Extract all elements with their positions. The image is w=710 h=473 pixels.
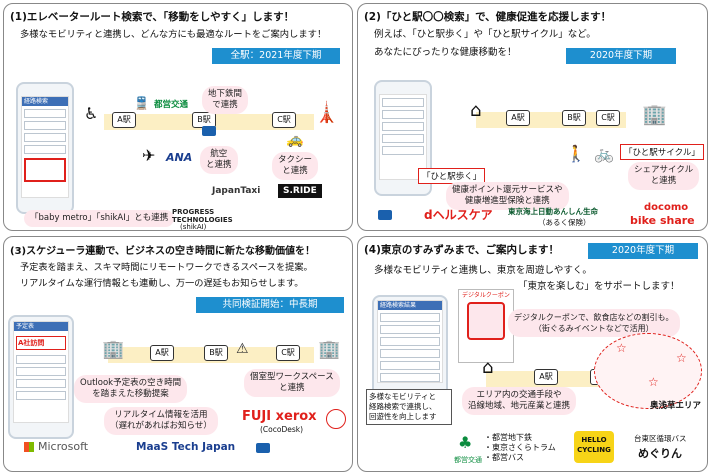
panel-description-1: 多様なモビリティと連携し、東京を周遊しやすく。 — [374, 265, 592, 276]
outlook-cloud: Outlook予定表の空き時間 を踏まえた移動提案 — [74, 375, 188, 403]
panel-title: (4)東京のすみずみまで、ご案内します！ — [364, 244, 559, 256]
maas-logo: MaaS Tech Japan — [136, 441, 236, 453]
station-b: B駅 — [204, 345, 228, 361]
phone-mockup — [374, 80, 432, 196]
d-healthcare-logo: dヘルスケア — [424, 208, 493, 222]
station-c: C駅 — [276, 345, 300, 361]
area-oval — [594, 333, 702, 409]
delay-cloud: リアルタイム情報を活用 （遅れがあればお知らせ） — [104, 407, 218, 435]
warning-icon: ⚠ — [236, 341, 249, 357]
station-c: C駅 — [272, 112, 296, 128]
workspace-cloud: 個室型ワークスペース と連携 — [244, 369, 340, 397]
building-icon: 🏢 — [102, 339, 125, 360]
panel-health-search: (2)「ひと駅〇〇検索」で、健康促進を応援します！ 例えば、「ひと駅歩く」や「ひ… — [357, 3, 708, 231]
ana-logo: ANA — [166, 151, 193, 164]
panel-title: (1)エレベータールート検索で、「移動をしやすく」します！ — [10, 11, 295, 23]
station-a: A駅 — [534, 369, 558, 385]
cycle-cloud: シェアサイクル と連携 — [628, 162, 700, 190]
docomo-logo: docomo — [644, 202, 689, 213]
coupon-cloud: デジタルクーポンで、飲食店などの割引も。 （街ぐるみイベントなどで活用） — [508, 309, 680, 337]
phone-title: 経路検索 — [22, 97, 68, 106]
microsoft-icon — [24, 442, 34, 452]
building-icon: 🏢 — [642, 102, 667, 126]
train-icon: 🚆 — [134, 96, 149, 110]
bikeshare-logo: bike share — [630, 214, 695, 227]
phone-title: 経路検索結果 — [378, 301, 442, 310]
panel-description-2: リアルタイムな運行情報とも連動し、万一の遅延もお知らせします。 — [20, 278, 304, 289]
shikai-label: (shikAI) — [180, 223, 207, 231]
schedule-badge: 2020年度下期 — [588, 243, 698, 259]
station-a: A駅 — [112, 112, 136, 128]
schedule-badge: 共同検証開始：中長期 — [196, 297, 344, 313]
star-icon: ☆ — [616, 341, 627, 355]
phone-title: 予定表 — [14, 322, 68, 331]
progress-logo: PROGRESS TECHNOLOGIES — [172, 208, 233, 224]
panel-description-2: あなたにぴったりな健康移動を！ — [374, 47, 517, 58]
station-a: A駅 — [150, 345, 174, 361]
area-label: 奥浅草エリア — [650, 401, 702, 411]
coupon-card: デジタルクーポン — [458, 289, 514, 363]
station-c: C駅 — [596, 110, 620, 126]
mobility-note: 多様なモビリティと 経路検索で連携し、 回遊性を向上します — [366, 389, 452, 425]
cocodesk-label: (CocoDesk) — [260, 425, 304, 434]
japantaxi-logo: JapanTaxi — [212, 186, 261, 196]
phone-mockup: 予定表 A社訪問 — [8, 315, 74, 439]
phone-mockup: 経路検索 — [16, 82, 74, 214]
schedule-badge: 全駅：2021年度下期 — [212, 48, 340, 64]
panel-title: (2)「ひと駅〇〇検索」で、健康促進を応援します！ — [364, 11, 612, 23]
coupon-image — [467, 302, 505, 340]
hello-cycling-logo: HELLO CYCLING — [574, 431, 614, 463]
taxi-icon: 🚕 — [286, 132, 304, 148]
fuji-mark-icon — [326, 409, 346, 429]
tokio-marine-logo: 東京海上日動あんしん生命 — [508, 207, 598, 216]
toei-mark-icon: ♣ — [458, 433, 473, 452]
panel-description-1: 予定表を踏まえ、スキマ時間にリモートワークできるスペースを提案。 — [20, 262, 313, 273]
area-cloud: エリア内の交通手段や 沿線地域、地元産業と連携 — [462, 387, 577, 415]
panel-description-2: 「東京を楽しむ」をサポートします！ — [518, 281, 680, 292]
toei-logo: 都営交通 — [454, 456, 482, 464]
coupon-title: デジタルクーポン — [462, 292, 510, 299]
metro-cloud: 地下鉄間 で連携 — [202, 86, 249, 114]
walking-icon: 🚶 — [566, 144, 586, 163]
home-icon: ⌂ — [470, 100, 482, 121]
star-icon: ☆ — [676, 351, 687, 365]
station-b: B駅 — [562, 110, 586, 126]
toei-list: ・都営地下鉄 ・東京さくらトラム ・都営バス — [484, 433, 556, 462]
tokyo-metro-logo — [256, 443, 270, 453]
station-a: A駅 — [506, 110, 530, 126]
star-icon: ☆ — [648, 375, 659, 389]
walk-cloud: 健康ポイント還元サービスや 健康増進型保険と連携 — [446, 182, 569, 210]
bus-label: 台東区循環バス — [634, 434, 687, 443]
highlight-box — [24, 158, 66, 182]
fujixerox-logo: FUJI xerox — [242, 409, 317, 424]
panel-scheduler: (3)スケジューラ連動で、ビジネスの空き時間に新たな移動価値を！ 予定表を踏まえ… — [3, 236, 353, 472]
microsoft-logo: Microsoft — [38, 440, 89, 453]
schedule-badge: 2020年度下期 — [566, 48, 676, 64]
bicycle-icon: 🚲 — [594, 144, 614, 163]
panel-elevator-route: (1)エレベータールート検索で、「移動をしやすく」します！ 多様なモビリティと連… — [3, 3, 353, 231]
panel-tokyo-tour: (4)東京のすみずみまで、ご案内します！ 2020年度下期 多様なモビリティと連… — [357, 236, 708, 472]
megurin-logo: めぐりん — [638, 447, 682, 460]
cycle-tag: 「ひと駅サイクル」 — [620, 144, 704, 160]
building-icon: 🏢 — [318, 339, 341, 360]
tokyo-metro-logo — [202, 126, 216, 136]
phone-event: A社訪問 — [16, 336, 66, 350]
panel-description-1: 例えば、「ひと駅歩く」や「ひと駅サイクル」など。 — [374, 29, 596, 40]
babymetro-note: 「baby metro」「shikAI」とも連携 — [24, 210, 175, 227]
sride-logo: S.RIDE — [278, 184, 322, 198]
airplane-icon: ✈ — [142, 146, 156, 165]
tokyo-metro-logo — [378, 210, 392, 220]
tower-icon: 🗼 — [314, 100, 339, 124]
home-icon: ⌂ — [482, 357, 494, 378]
toei-logo: 都営交通 — [154, 100, 189, 110]
panel-title: (3)スケジューラ連動で、ビジネスの空き時間に新たな移動価値を！ — [10, 246, 315, 257]
wheelchair-icon: ♿ — [84, 104, 99, 123]
air-cloud: 航空 と連携 — [200, 146, 238, 174]
panel-description: 多様なモビリティと連携し、どんな方にも最適なルートをご案内します！ — [20, 29, 327, 40]
phone-mockup: 経路検索結果 — [372, 295, 448, 399]
taxi-cloud: タクシー と連携 — [272, 152, 319, 180]
tokio-sub: （あるく保険） — [538, 218, 591, 227]
